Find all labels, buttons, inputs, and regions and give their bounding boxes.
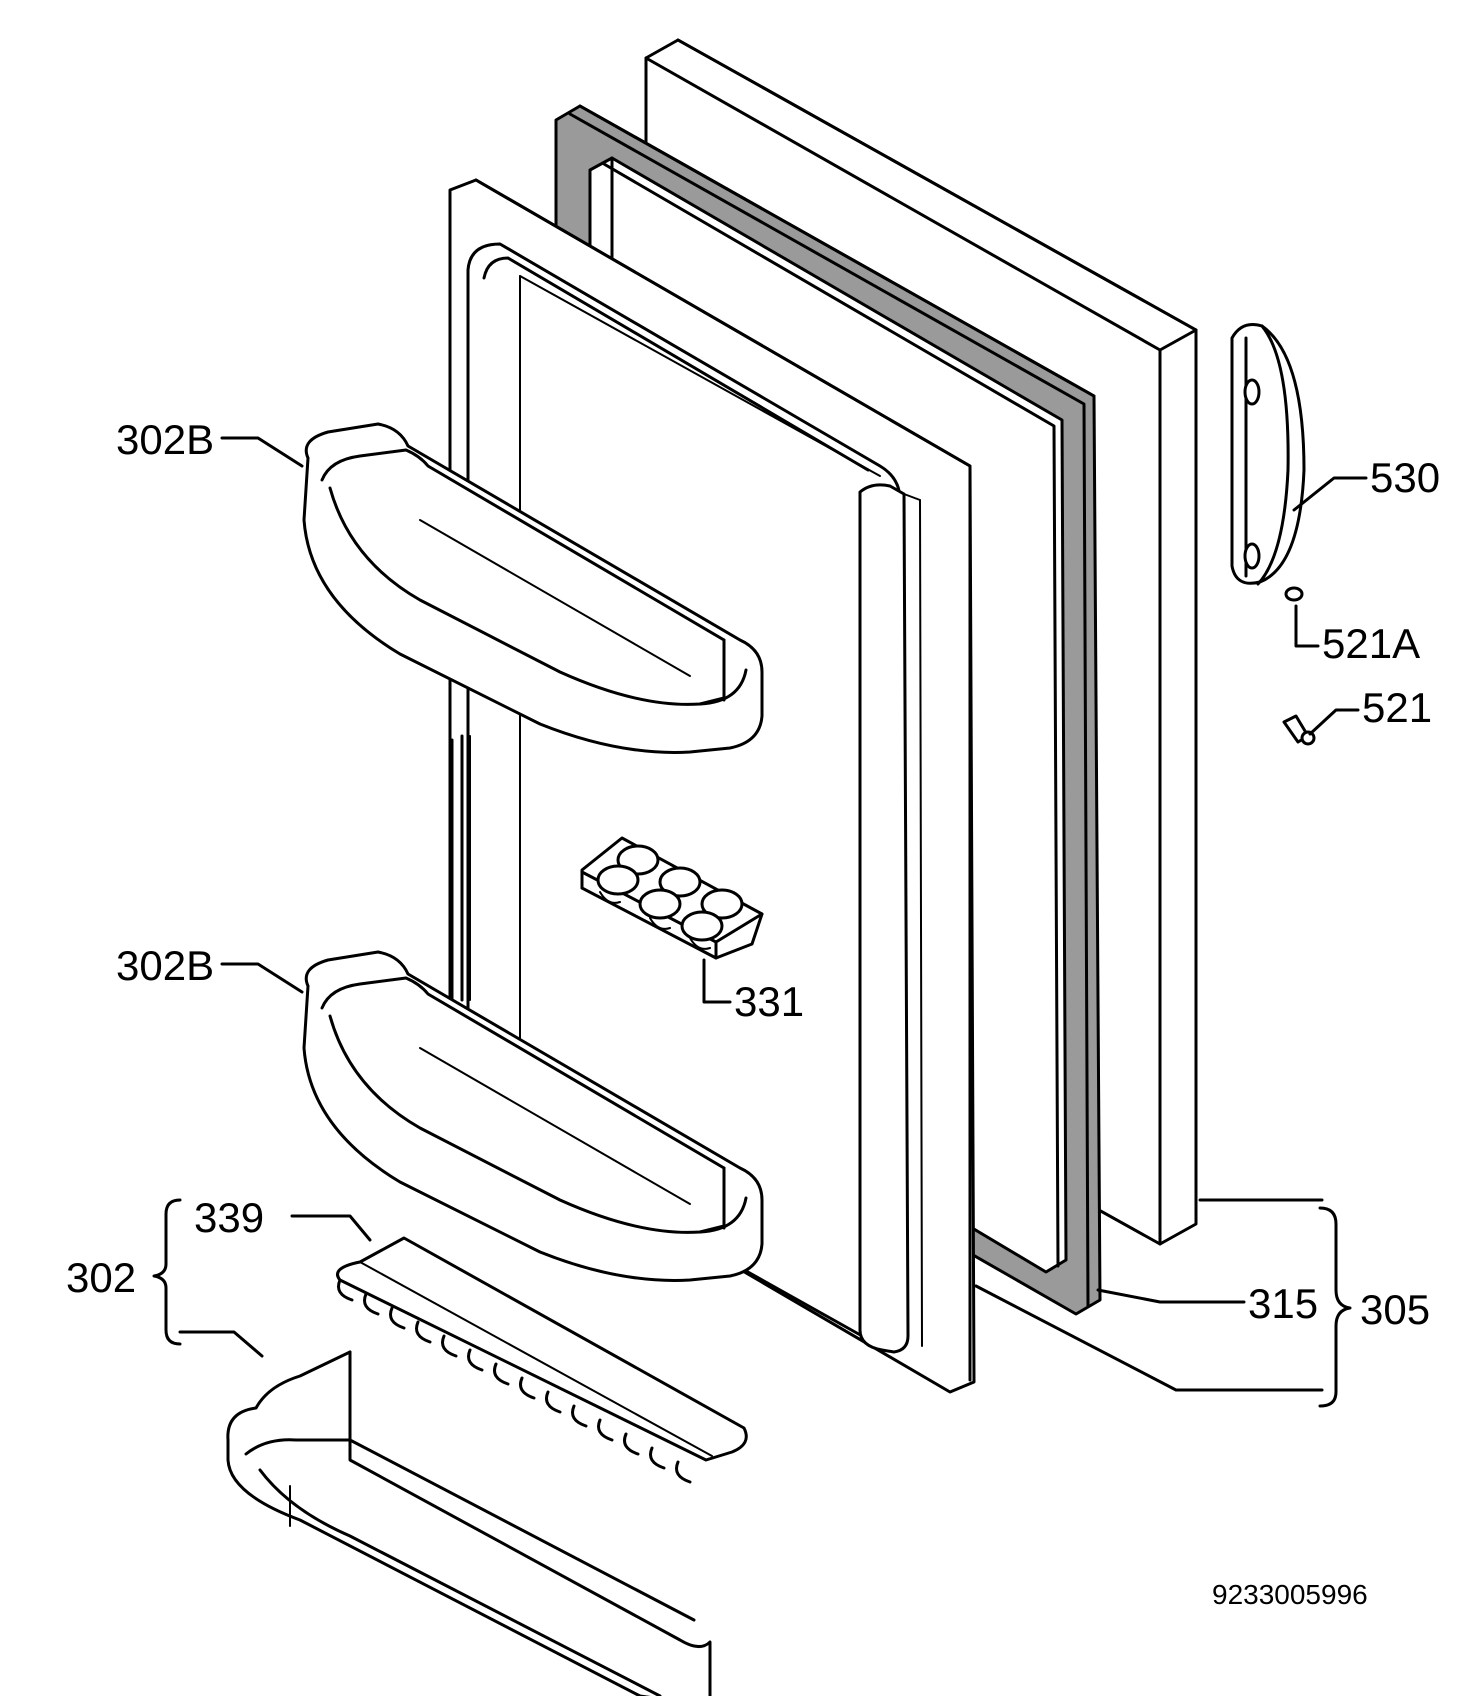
door-shelf-bottom	[226, 1350, 712, 1696]
label-302b-top: 302B	[116, 416, 214, 463]
inner-door-liner	[448, 178, 976, 1394]
brace-302	[152, 1198, 182, 1346]
door-shelf-middle	[302, 950, 764, 1282]
label-521a: 521A	[1322, 620, 1420, 667]
bottle-insert	[336, 1236, 748, 1484]
label-521: 521	[1362, 684, 1432, 731]
label-305: 305	[1360, 1286, 1430, 1333]
label-315: 315	[1248, 1280, 1318, 1327]
label-302: 302	[66, 1254, 136, 1301]
leader-lines	[178, 436, 1368, 1392]
screw	[1282, 714, 1316, 746]
egg-tray	[580, 836, 764, 960]
screw-cover	[1284, 586, 1304, 602]
drawing-number: 9233005996	[1212, 1579, 1368, 1610]
label-302b-middle: 302B	[116, 942, 214, 989]
label-530: 530	[1370, 454, 1440, 501]
label-339: 339	[194, 1194, 264, 1241]
label-331: 331	[734, 978, 804, 1025]
door-shelf-top	[302, 422, 764, 754]
door-handle	[1230, 323, 1306, 586]
brace-305	[1318, 1206, 1352, 1408]
